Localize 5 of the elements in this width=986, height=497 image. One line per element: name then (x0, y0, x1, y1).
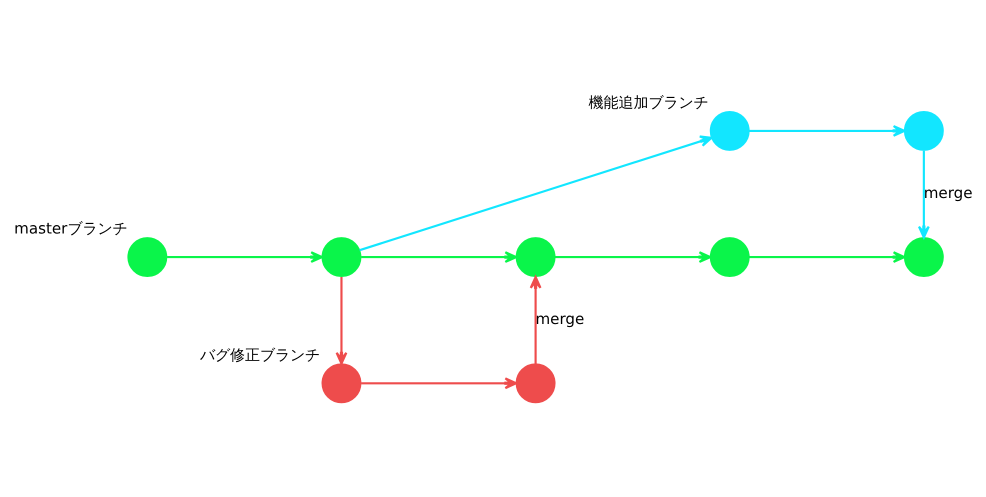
edge-label: merge (924, 183, 972, 202)
node-label: masterブランチ (14, 219, 128, 238)
node-label: バグ修正ブランチ (200, 345, 320, 364)
node-label: 機能追加ブランチ (588, 92, 708, 111)
edge-label: merge (535, 310, 584, 328)
